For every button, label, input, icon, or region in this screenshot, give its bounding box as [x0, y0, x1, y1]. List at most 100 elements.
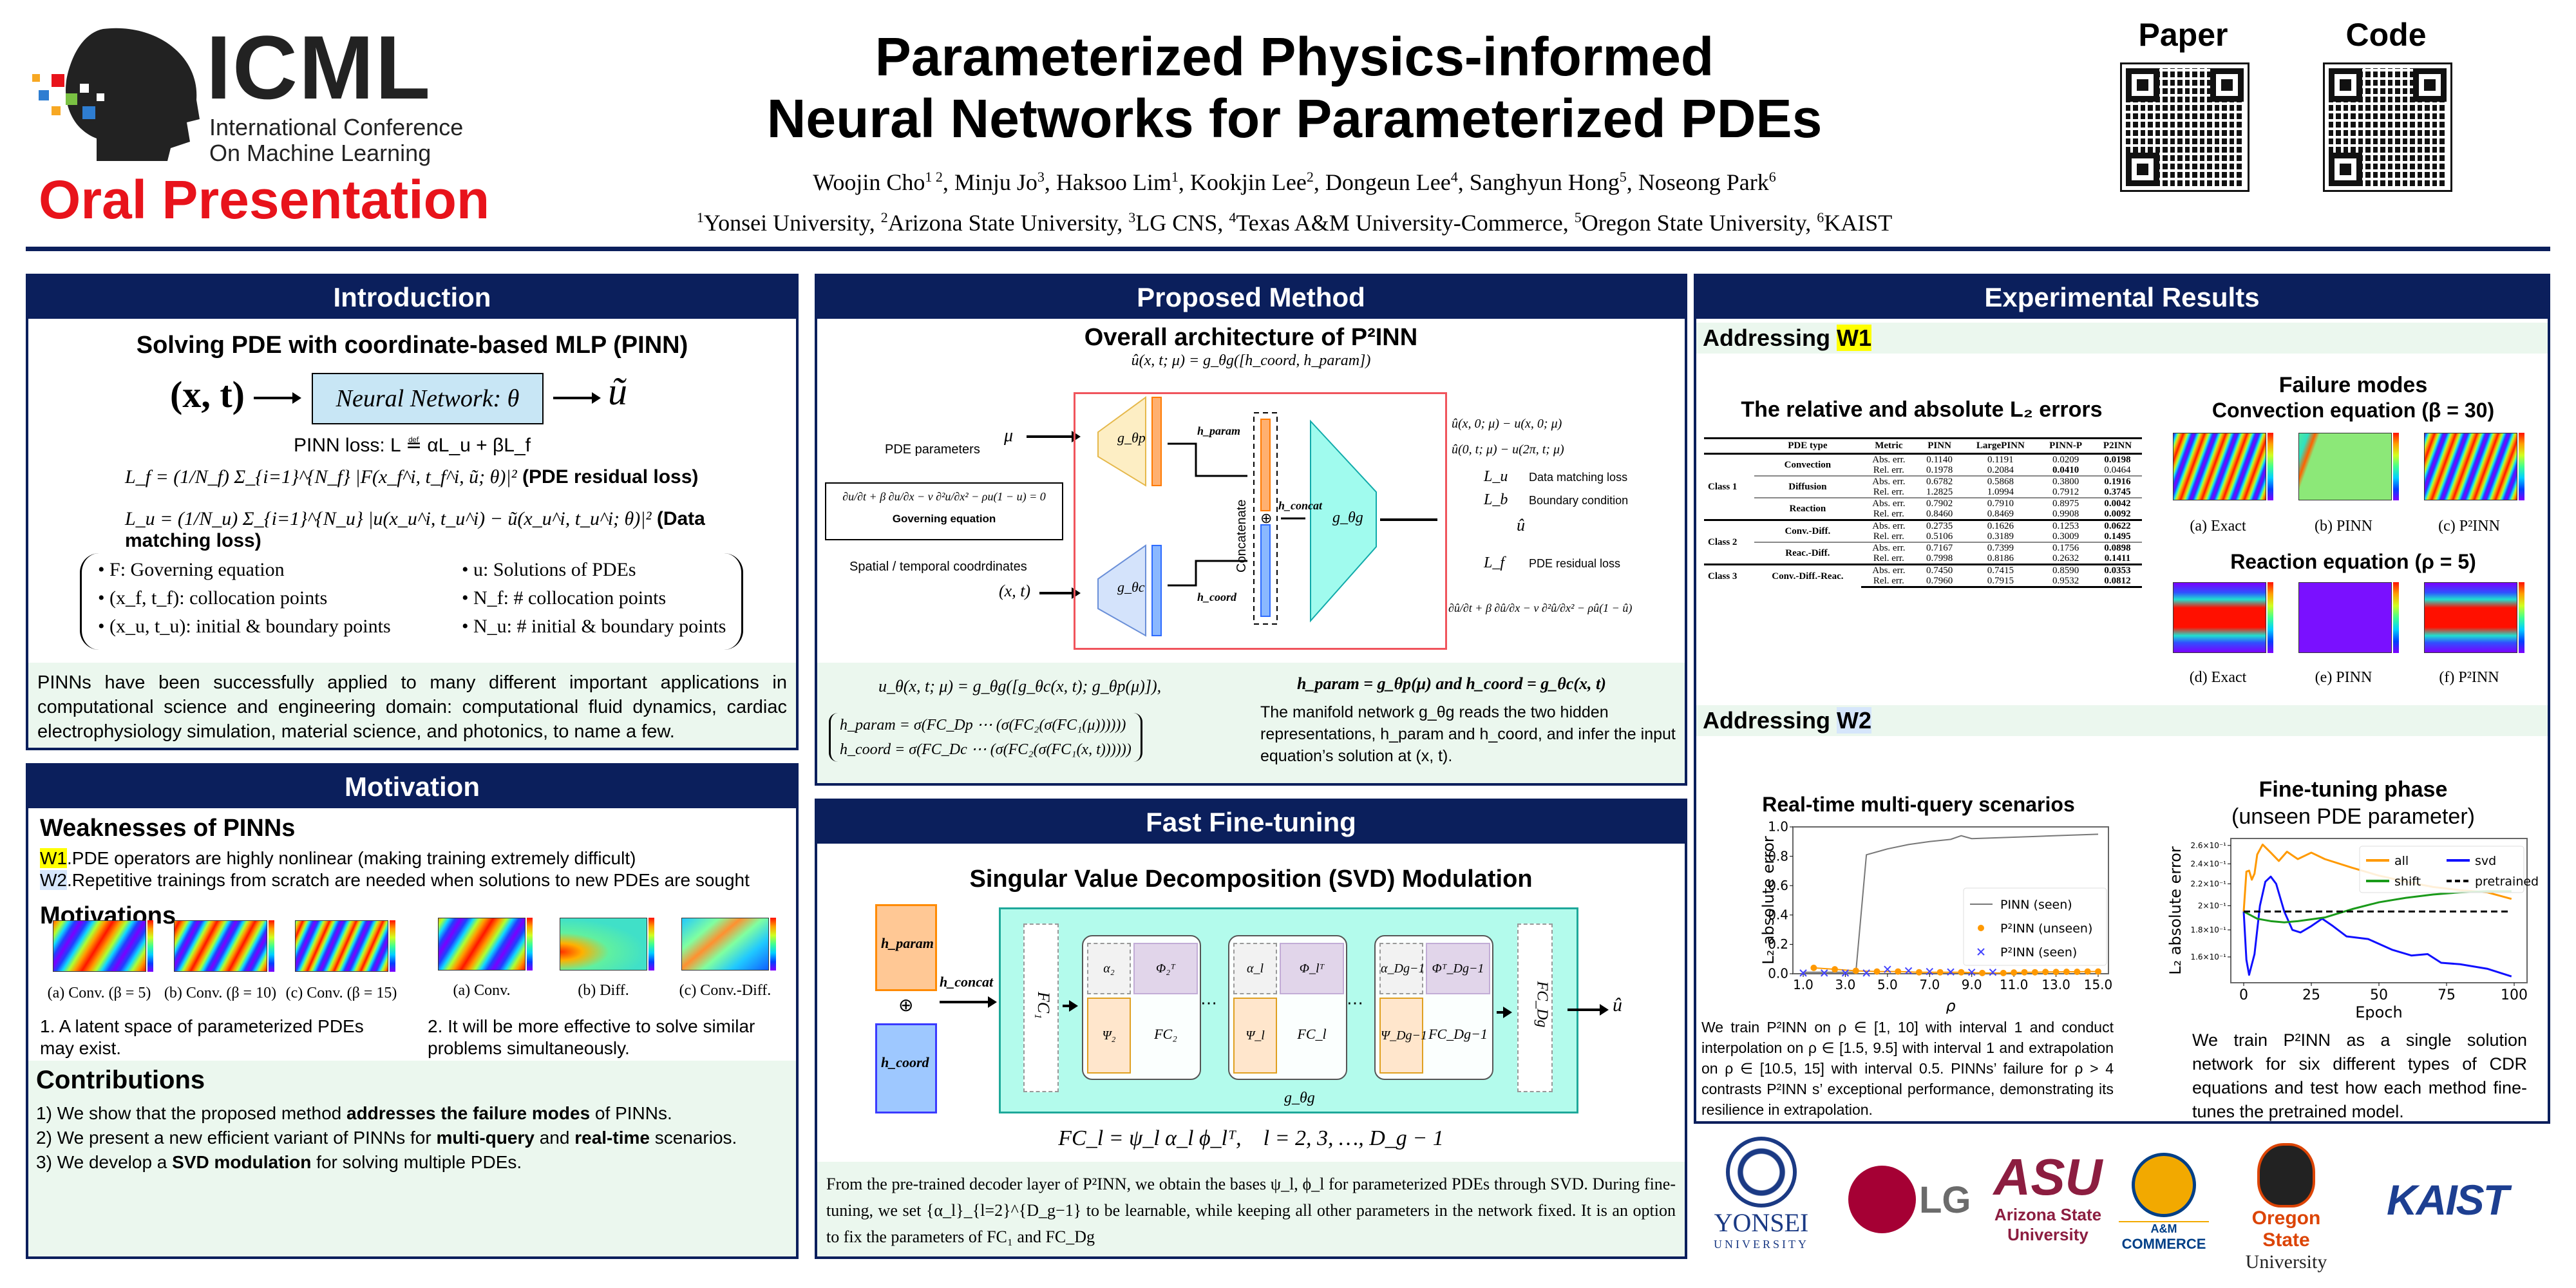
table-title: The relative and absolute L₂ errors — [1741, 397, 2103, 422]
h-definitions: h_param = g_θp(μ) and h_coord = g_θc(x, … — [1297, 674, 1606, 693]
tamu-text: A&M — [2119, 1221, 2209, 1236]
input-xt: (x, t) — [170, 374, 245, 415]
w1-text: .PDE operators are highly nonlinear (mak… — [67, 848, 636, 868]
addressing-w2-band: Addressing W2 — [1696, 705, 2548, 736]
finetuning-title-2: (unseen PDE parameter) — [2231, 804, 2475, 829]
paper-qr-code[interactable] — [2120, 62, 2249, 192]
column-header: PINN-P — [2038, 437, 2094, 455]
legend-box — [1963, 887, 2107, 966]
kaist-logo: KAIST — [2387, 1176, 2509, 1224]
coords-label: Spatial / temporal coodrdinates — [849, 560, 1027, 574]
author-affiliation-index: 2 — [1306, 169, 1314, 185]
y-tick-label: 2.2×10⁻¹ — [2190, 879, 2226, 888]
author-affiliation-index: 3 — [1037, 169, 1045, 185]
series-line — [1803, 833, 2099, 973]
data-point — [1947, 968, 1955, 976]
oral-presentation-label: Oral Presentation — [39, 169, 490, 230]
arrow-xt — [1039, 587, 1081, 599]
pde-type-cell: Reac.-Diff. — [1754, 542, 1862, 565]
initial-condition: û(x, 0; μ) − u(x, 0; μ) — [1452, 417, 1562, 431]
legend-label: P²INN (seen) — [2000, 945, 2077, 960]
caption: (a) Exact — [2190, 518, 2246, 535]
author-affiliation-index: 4 — [1450, 169, 1458, 185]
caption: (b) Conv. (β = 10) — [164, 985, 277, 1001]
author-affiliation-index: 5 — [1619, 169, 1627, 185]
caption: (c) Conv.-Diff. — [679, 982, 772, 999]
value-cell: 0.1978 — [1926, 465, 1953, 475]
data-point — [1810, 964, 1817, 971]
metric-cell: Rel. err. — [1873, 553, 1904, 564]
oregon-state-logo: Oregon State University — [2228, 1143, 2344, 1273]
code-qr-code[interactable] — [2323, 62, 2452, 192]
lf-label: L_f — [1484, 554, 1505, 571]
pde-parameters-label: PDE parameters — [885, 442, 980, 457]
proposed-method-header: Proposed Method — [817, 276, 1685, 319]
value-cell: 0.2735 — [1916, 519, 1963, 531]
data-point — [1895, 968, 1902, 975]
y-tick-label: 0.4 — [1768, 907, 1788, 922]
value-cell: 0.8590 — [2038, 564, 2094, 576]
data-point — [2063, 969, 2070, 976]
alpha-cell[interactable]: α_l — [1233, 943, 1277, 994]
convection-heatmap-beta5 — [53, 920, 146, 972]
affiliation-index: 6 — [1817, 209, 1824, 225]
u-hat-output: û — [1613, 994, 1622, 1016]
x-tick-label: 75 — [2438, 987, 2456, 1003]
value-cell: 0.1411 — [2104, 553, 2131, 564]
governing-equation: ∂u/∂t + β ∂u/∂x − ν ∂²u/∂x² − ρu(1 − u) … — [842, 490, 1046, 503]
failure-modes-title: Failure modes — [2278, 373, 2428, 397]
title-line-1: Parameterized Physics-informed — [875, 26, 1714, 87]
value-cell: 0.1140 — [1926, 455, 1953, 465]
data-point — [2074, 969, 2081, 976]
y-tick-label: 0.2 — [1768, 936, 1788, 952]
value-cell: 0.8186 — [1987, 553, 2014, 564]
fc-label: FC₂ — [1154, 1026, 1177, 1042]
y-tick-label: 0.8 — [1768, 848, 1788, 864]
value-cell: 0.9908 — [2052, 509, 2079, 519]
icml-wordmark: ICML — [206, 17, 432, 118]
caption: (a) Conv. — [453, 982, 511, 999]
contribution-item: 1) We show that the proposed method addr… — [36, 1101, 788, 1126]
def-item: • N_u: # initial & boundary points — [462, 616, 726, 637]
value-cell: 0.1495 — [2104, 531, 2131, 542]
alpha-cell[interactable]: α₂ — [1087, 943, 1131, 994]
residual-equation: ∂û/∂t + β ∂û/∂x − ν ∂²û/∂x² − ρû(1 − û) — [1448, 601, 1633, 614]
affiliation-index: 4 — [1229, 209, 1236, 225]
value-cell: 0.1626 — [1962, 519, 2039, 531]
h-param-equation: h_param = σ(FC_Dp ⋯ (σ(FC₂(σ(FC₁(μ)))))) — [840, 717, 1126, 734]
alpha-cell[interactable]: α_Dg−1 — [1379, 943, 1425, 994]
author-affiliation-index: 1 2 — [925, 169, 943, 185]
addressing-label: Addressing — [1703, 707, 1837, 734]
y-axis-label: L₂ absolute error — [1759, 836, 1777, 965]
x-tick-label: 7.0 — [1919, 977, 1940, 992]
h-param-block: h_param — [875, 904, 937, 991]
w1-tag: W1 — [40, 848, 67, 868]
caption: (d) Exact — [2189, 669, 2247, 686]
weakness-w2: W2.Repetitive trainings from scratch are… — [40, 870, 750, 891]
tamu-sub: COMMERCE — [2121, 1236, 2206, 1252]
lf-formula: L_f = (1/N_f) Σ_{i=1}^{N_f} |F(x_f^i, t_… — [125, 466, 517, 488]
legend-swatch — [1977, 948, 1985, 956]
author-name: Woojin Cho — [813, 169, 925, 195]
data-point — [2042, 969, 2049, 976]
metric-cell: Abs. err. — [1861, 519, 1917, 531]
gp-label: g_θp — [1117, 430, 1146, 446]
h-coord-text: h_coord — [881, 1054, 929, 1070]
metric-cell: Rel. err. — [1873, 465, 1904, 475]
colorbar — [2393, 582, 2399, 653]
caption: (a) Conv. (β = 5) — [47, 985, 151, 1001]
asu-text: ASU — [1993, 1148, 2103, 1206]
architecture-red-box — [1074, 392, 1447, 650]
colorbar — [2268, 433, 2273, 500]
legend-label: P²INN (unseen) — [2000, 922, 2092, 936]
value-cell: 0.1756 — [2038, 542, 2094, 553]
legend-label: PINN (seen) — [2000, 898, 2072, 912]
arrow-from-nn — [553, 392, 601, 404]
